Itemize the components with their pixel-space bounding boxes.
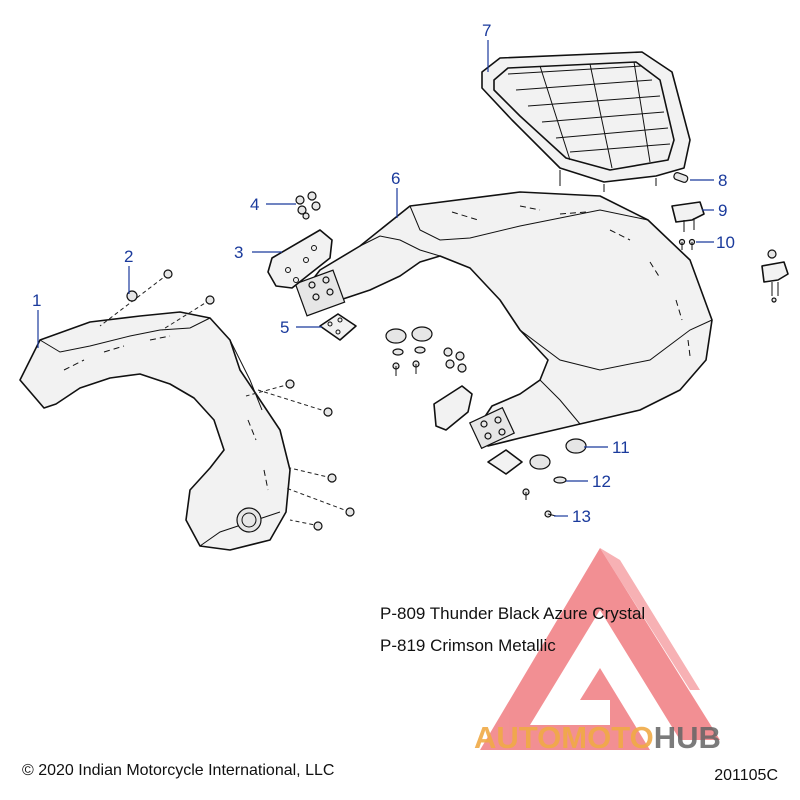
bumpers bbox=[385, 326, 587, 518]
callout-13: 13 bbox=[572, 507, 591, 526]
small-plate-part bbox=[319, 313, 523, 475]
callout-2: 2 bbox=[124, 247, 133, 266]
luggage-rack-part bbox=[481, 51, 691, 192]
callout-labels: 1 2 3 4 5 6 7 8 9 10 11 12 13 bbox=[32, 21, 735, 526]
callout-12: 12 bbox=[592, 472, 611, 491]
screws bbox=[126, 269, 355, 531]
leader-lines bbox=[37, 40, 714, 517]
callout-7: 7 bbox=[482, 21, 491, 40]
callout-1: 1 bbox=[32, 291, 41, 310]
copyright-notice: © 2020 Indian Motorcycle International, … bbox=[22, 762, 335, 779]
automotohub-watermark-logo bbox=[480, 548, 720, 750]
watermark-text-part1: AUTOMOTO bbox=[474, 720, 654, 755]
hinge-plate-part bbox=[267, 229, 473, 431]
drawing-number: 201105C bbox=[714, 767, 778, 784]
callout-3: 3 bbox=[234, 243, 243, 262]
callout-9: 9 bbox=[718, 201, 727, 220]
callout-5: 5 bbox=[280, 318, 289, 337]
callout-4: 4 bbox=[250, 195, 259, 214]
callout-11: 11 bbox=[612, 438, 630, 457]
callout-8: 8 bbox=[718, 171, 727, 190]
fastener-dashed-lines bbox=[99, 273, 351, 527]
paint-code-1: P-809 Thunder Black Azure Crystal bbox=[380, 604, 646, 623]
callout-6: 6 bbox=[391, 169, 400, 188]
trunk-body-part bbox=[294, 191, 713, 450]
watermark-text: AUTOMOTOHUB bbox=[474, 720, 721, 756]
callout-10: 10 bbox=[716, 233, 735, 252]
nut-cluster bbox=[295, 191, 467, 373]
trunk-lower-part bbox=[19, 311, 291, 551]
watermark-text-part2: HUB bbox=[653, 720, 721, 755]
latch-hardware bbox=[671, 172, 789, 303]
paint-code-2: P-819 Crimson Metallic bbox=[380, 636, 556, 655]
